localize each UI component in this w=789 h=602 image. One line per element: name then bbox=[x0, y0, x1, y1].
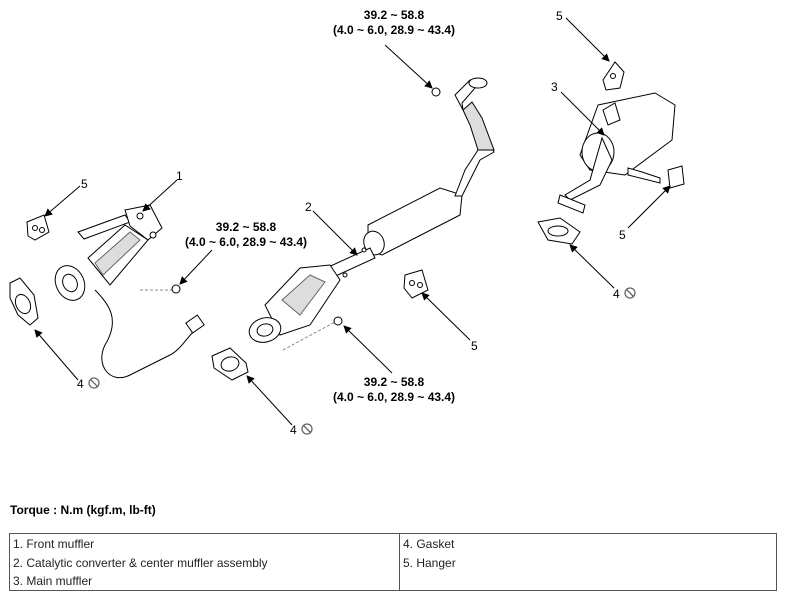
hanger-left bbox=[26, 214, 50, 241]
callout-4-right: 4 bbox=[613, 287, 620, 301]
torque-middle-line2: (4.0 ~ 6.0, 28.9 ~ 43.4) bbox=[185, 235, 307, 249]
callout-5-right: 5 bbox=[619, 228, 626, 242]
leader-5-middle bbox=[421, 292, 471, 341]
leader-5-left bbox=[44, 185, 81, 217]
prohibition-icon bbox=[88, 377, 100, 389]
hanger-right bbox=[667, 165, 685, 189]
callout-4-left: 4 bbox=[77, 377, 84, 391]
torque-middle-line1: 39.2 ~ 58.8 bbox=[216, 220, 277, 234]
callout-5-middle: 5 bbox=[471, 339, 478, 353]
torque-unit-title: Torque : N.m (kgf.m, lb-ft) bbox=[10, 503, 156, 517]
nut-top bbox=[431, 87, 441, 97]
leader-4-right bbox=[569, 244, 615, 289]
main-muffler bbox=[557, 92, 676, 214]
callout-2: 2 bbox=[305, 200, 312, 214]
leader-4-left bbox=[34, 329, 79, 381]
nut-bottom bbox=[333, 316, 343, 326]
leader-torque-middle bbox=[179, 249, 213, 285]
parts-legend-table: 1. Front muffler 2. Catalytic converter … bbox=[9, 533, 777, 591]
leader-torque-bottom bbox=[343, 325, 393, 374]
leader-1 bbox=[142, 179, 178, 212]
leader-5-top-right bbox=[565, 17, 610, 62]
legend-item: 3. Main muffler bbox=[13, 574, 93, 588]
nut-left bbox=[171, 284, 181, 294]
callout-5-left: 5 bbox=[81, 177, 88, 191]
front-muffler bbox=[54, 204, 205, 379]
legend-item: 5. Hanger bbox=[403, 555, 456, 570]
torque-top-line2: (4.0 ~ 6.0, 28.9 ~ 43.4) bbox=[333, 23, 455, 37]
leader-2 bbox=[312, 210, 358, 256]
legend-column-left: 1. Front muffler 2. Catalytic converter … bbox=[10, 534, 400, 590]
torque-top-line1: 39.2 ~ 58.8 bbox=[364, 8, 425, 22]
hanger-top-right bbox=[602, 61, 625, 91]
leader-torque-top bbox=[384, 44, 433, 89]
catalytic-converter-center-muffler bbox=[248, 77, 495, 343]
legend-item: 2. Catalytic converter & center muffler … bbox=[13, 555, 268, 570]
leader-3 bbox=[560, 91, 605, 136]
callout-1: 1 bbox=[176, 169, 183, 183]
gasket-left bbox=[9, 277, 39, 326]
gasket-right bbox=[537, 217, 581, 245]
prohibition-icon bbox=[301, 423, 313, 435]
callout-4-middle: 4 bbox=[290, 423, 297, 437]
prohibition-icon bbox=[624, 287, 636, 299]
legend-item: 4. Gasket bbox=[403, 537, 455, 551]
torque-bottom-line1: 39.2 ~ 58.8 bbox=[364, 375, 425, 389]
leader-4-middle bbox=[246, 375, 293, 426]
exhaust-system-diagram: 1 2 3 5 5 5 5 4 4 4 39.2 ~ 58.8 (4.0 ~ 6… bbox=[9, 8, 685, 437]
callout-3: 3 bbox=[551, 80, 558, 94]
hanger-middle bbox=[403, 269, 429, 299]
legend-item: 1. Front muffler bbox=[13, 537, 95, 551]
torque-bottom-line2: (4.0 ~ 6.0, 28.9 ~ 43.4) bbox=[333, 390, 455, 404]
legend-column-right: 4. Gasket 5. Hanger bbox=[400, 534, 776, 590]
callout-5-top-right: 5 bbox=[556, 9, 563, 23]
leader-5-right bbox=[627, 185, 671, 229]
gasket-middle bbox=[211, 347, 249, 381]
